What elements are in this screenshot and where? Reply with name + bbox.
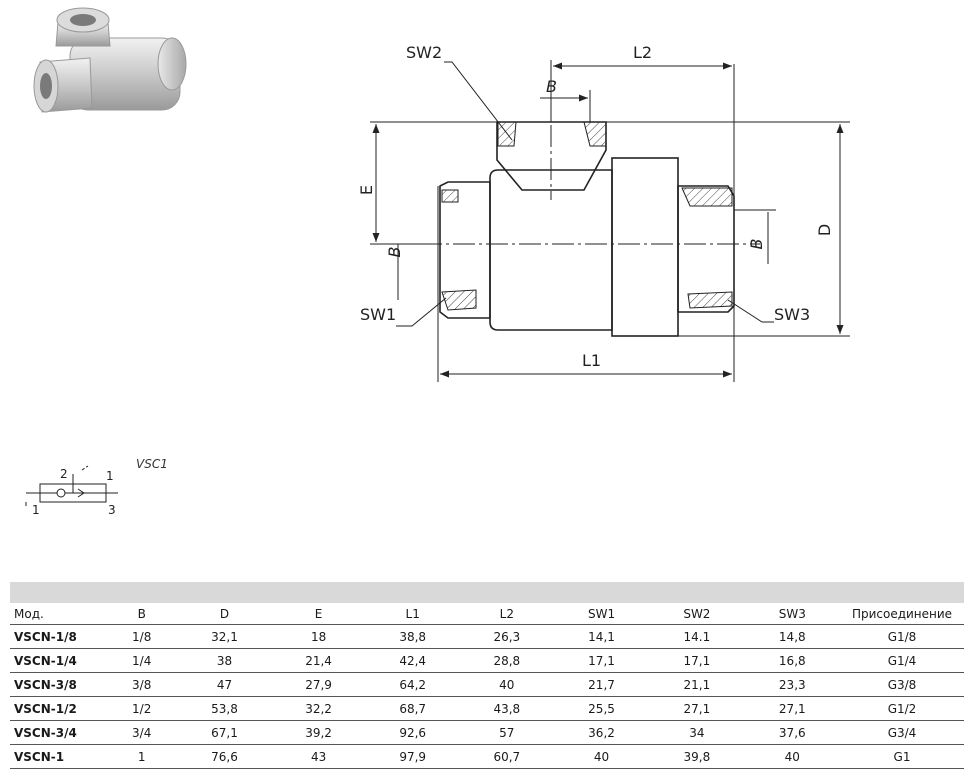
col-header: D [177,603,272,625]
model-cell: VSCN-3/8 [10,672,106,697]
table-cell: 27,1 [744,696,840,721]
table-cell: 21,4 [271,648,366,673]
table-cell: 92,6 [365,720,460,745]
technical-drawing: SW2 L2 B E D B B SW1 SW3 L1 [357,43,850,382]
model-cell: VSCN-1 [10,744,106,769]
col-header: SW1 [553,603,650,625]
model-cell: VSCN-3/4 [10,720,106,745]
table-cell: 60,7 [459,744,554,769]
table-cell: 21,1 [649,672,745,697]
label-l1: L1 [582,351,601,370]
table-cell: 53,8 [177,696,272,721]
col-header: Мод. [10,603,106,625]
table-cell: 1 [106,744,178,769]
table-cell: 32,1 [177,624,272,649]
table-cell: 97,9 [365,744,460,769]
table-cell: 17,1 [649,648,745,673]
model-cell: VSCN-1/2 [10,696,106,721]
table-cell: 28,8 [459,648,554,673]
table-cell: 37,6 [744,720,840,745]
col-header: Присоединение [840,603,964,625]
table-row: VSCN-1/4 1/4 38 21,4 42,4 28,8 17,1 17,1… [10,648,964,673]
col-header: B [106,603,178,625]
table-cell: 27,1 [649,696,745,721]
valve-photo [33,7,187,113]
model-cell: VSCN-1/4 [10,648,106,673]
table-cell: 1/2 [106,696,178,721]
table-cell: 39,2 [271,720,366,745]
pneumatic-symbol: VSC1 2 1 1 3 [25,457,168,517]
table-cell: 27,9 [271,672,366,697]
col-header: SW3 [744,603,840,625]
table-row: VSCN-1/2 1/2 53,8 32,2 68,7 43,8 25,5 27… [10,696,964,721]
table-cell: 14,8 [744,624,840,649]
table-cell: 3/4 [106,720,178,745]
label-e: E [357,185,376,195]
table-row: VSCN-1 1 76,6 43 97,9 60,7 40 39,8 40 G1 [10,744,964,769]
label-b-top: B [546,77,557,96]
table-cell: 40 [459,672,554,697]
table-cell: 34 [649,720,745,745]
table-cell: 18 [271,624,366,649]
label-sw3: SW3 [774,305,810,324]
table-cell: 76,6 [177,744,272,769]
table-cell: 25,5 [553,696,650,721]
table-cell: G3/4 [840,720,964,745]
table-cell: G1/4 [840,648,964,673]
table-row: VSCN-3/8 3/8 47 27,9 64,2 40 21,7 21,1 2… [10,672,964,697]
table-cell: 47 [177,672,272,697]
table-cell: 64,2 [365,672,460,697]
table-cell: 57 [459,720,554,745]
spec-table: Мод. B D E L1 L2 SW1 SW2 SW3 Присоединен… [10,582,964,769]
table-cell: 16,8 [744,648,840,673]
table-cell: 67,1 [177,720,272,745]
col-header: L1 [365,603,460,625]
table-row: VSCN-3/4 3/4 67,1 39,2 92,6 57 36,2 34 3… [10,720,964,745]
table-cell: 36,2 [553,720,650,745]
col-header: E [271,603,366,625]
table-cell: 68,7 [365,696,460,721]
symbol-title: VSC1 [136,457,168,471]
table-cell: 1/4 [106,648,178,673]
table-cell: G3/8 [840,672,964,697]
table-cell: G1/2 [840,696,964,721]
label-d: D [815,224,834,236]
table-cell: 42,4 [365,648,460,673]
table-cell: 14.1 [649,624,745,649]
table-cell: 23,3 [744,672,840,697]
symbol-port-2: 2 [60,467,68,481]
label-sw2: SW2 [406,43,442,62]
table-header-row: Мод. B D E L1 L2 SW1 SW2 SW3 Присоединен… [10,603,964,625]
table-cell: 21,7 [553,672,650,697]
table-cell: 43,8 [459,696,554,721]
table-cell: 32,2 [271,696,366,721]
table-cell: 38,8 [365,624,460,649]
table-cell: G1 [840,744,964,769]
table-cell: 43 [271,744,366,769]
table-cell: 1/8 [106,624,178,649]
model-cell: VSCN-1/8 [10,624,106,649]
col-header: L2 [459,603,554,625]
table-cell: 40 [553,744,650,769]
table-cell: 3/8 [106,672,178,697]
table-header-band [10,582,964,603]
table-cell: 14,1 [553,624,650,649]
table-row: VSCN-1/8 1/8 32,1 18 38,8 26,3 14,1 14.1… [10,624,964,649]
table-cell: 26,3 [459,624,554,649]
label-b-left: B [385,247,404,258]
table-cell: 38 [177,648,272,673]
table-cell: G1/8 [840,624,964,649]
symbol-port-3: 3 [108,503,116,517]
table-cell: 40 [744,744,840,769]
table-cell: 39,8 [649,744,745,769]
dimension-lines [372,61,844,378]
label-l2: L2 [633,43,652,62]
symbol-port-1-left: 1 [32,503,40,517]
symbol-port-1-top: 1 [106,469,114,483]
label-sw1: SW1 [360,305,396,324]
col-header: SW2 [649,603,745,625]
table-cell: 17,1 [553,648,650,673]
label-b-right: B [747,239,766,250]
